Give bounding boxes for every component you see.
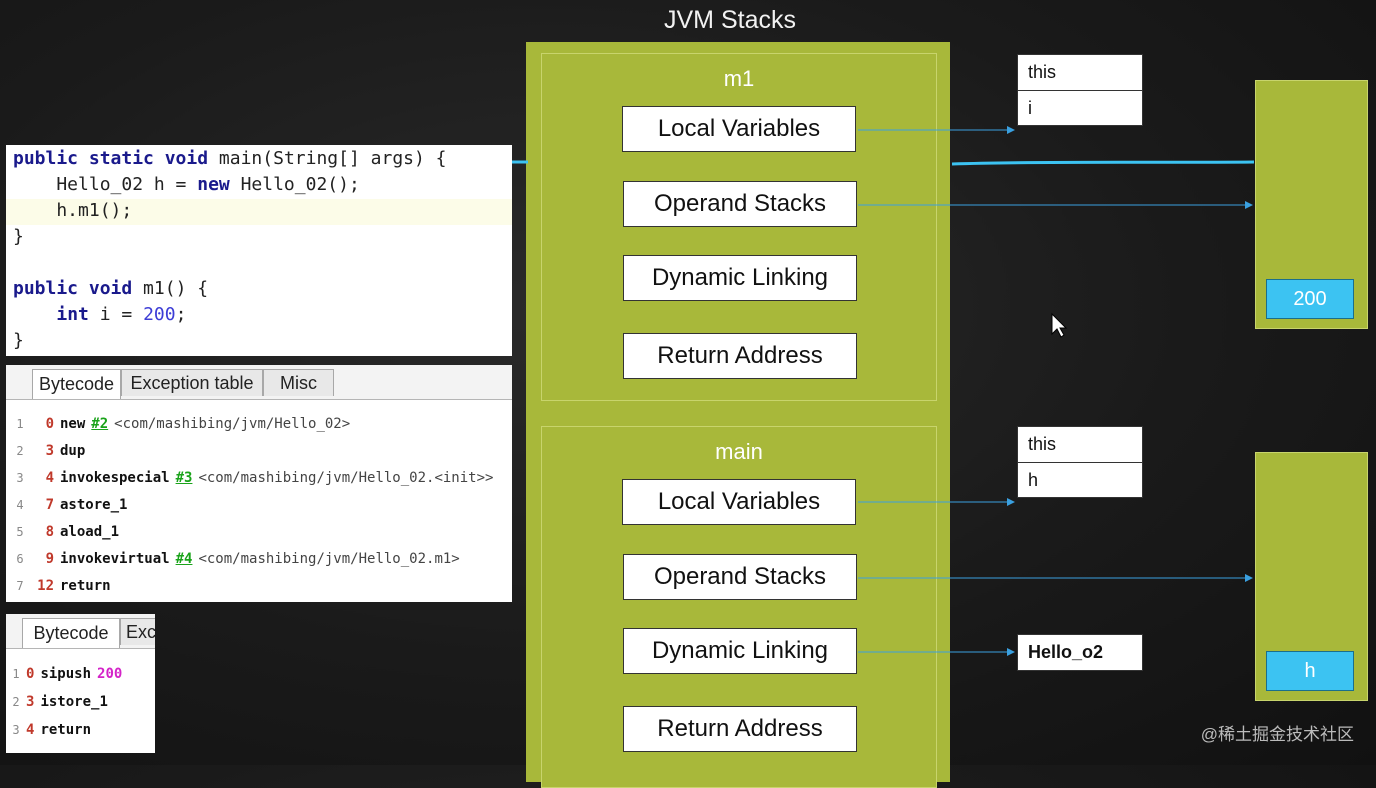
bytecode-opcode: aload_1 <box>60 523 120 540</box>
line-number: 2 <box>16 443 24 458</box>
bytecode-tabbar-main: Bytecode Exception table Misc <box>6 365 512 400</box>
line-number: 3 <box>16 470 24 485</box>
bytecode-panel-m1: Bytecode Exce 10sipush20023istore_134ret… <box>6 614 155 753</box>
bytecode-comment: <com/mashibing/jvm/Hello_02.m1> <box>198 550 460 567</box>
bytecode-opcode: return <box>60 577 111 594</box>
line-number: 2 <box>12 694 20 709</box>
main-local-variables: Local Variables <box>622 479 856 525</box>
highlight-line <box>6 199 512 225</box>
bytecode-opcode: invokespecial <box>60 469 170 486</box>
main-local-this: this <box>1028 434 1057 454</box>
bytecode-operand: 200 <box>97 665 123 682</box>
main-local-h: h <box>1018 462 1142 497</box>
bytecode-comment: <com/mashibing/jvm/Hello_02.<init>> <box>198 469 494 486</box>
m1-local-variables: Local Variables <box>622 106 856 152</box>
line-number: 4 <box>16 497 24 512</box>
bytecode-line: 5 8 aload_1 <box>6 518 119 545</box>
mouse-cursor-icon <box>1051 312 1068 338</box>
main-dynamic-link-target: Hello_o2 <box>1017 634 1143 671</box>
m1-local-i: i <box>1018 90 1142 125</box>
m1-operand-stacks: Operand Stacks <box>623 181 857 227</box>
jvm-stack: m1 Local Variables Operand Stacks Dynami… <box>526 42 950 788</box>
m1-local-this: this <box>1028 62 1057 82</box>
bytecode-offset: 0 <box>26 665 35 682</box>
stack-frame-main: main Local Variables Operand Stacks Dyna… <box>541 426 937 788</box>
constant-pool-ref[interactable]: #2 <box>91 415 109 432</box>
bytecode-line: 7 12 return <box>6 572 111 599</box>
source-code-panel: public static void main(String[] args) {… <box>6 145 512 356</box>
bytecode-opcode: dup <box>60 442 86 459</box>
bytecode-offset: 4 <box>26 721 35 738</box>
bytecode-offset: 3 <box>45 442 54 459</box>
m1-local-variable-table: this i <box>1017 54 1143 126</box>
tab-bytecode[interactable]: Bytecode <box>32 369 121 399</box>
operand-value-h: h <box>1266 651 1354 691</box>
highlight-stroke-right <box>951 160 1255 166</box>
main-return-address: Return Address <box>623 706 857 752</box>
line-number: 1 <box>16 416 24 431</box>
bytecode-opcode: new <box>60 415 86 432</box>
bytecode-opcode: istore_1 <box>40 693 108 710</box>
main-local-variable-table: this h <box>1017 426 1143 498</box>
tab-exception-table-m1[interactable]: Exce <box>120 618 155 645</box>
bytecode-line: 1 0 new #2 <com/mashibing/jvm/Hello_02> <box>6 410 350 437</box>
tab-misc[interactable]: Misc <box>263 369 334 396</box>
tab-exception-table[interactable]: Exception table <box>121 369 263 396</box>
frame-title-m1: m1 <box>723 66 755 91</box>
bytecode-offset: 0 <box>45 415 54 432</box>
dynamic-link-class: Hello_o2 <box>1028 642 1104 662</box>
main-operand-stacks: Operand Stacks <box>623 554 857 600</box>
main-dynamic-linking: Dynamic Linking <box>623 628 857 674</box>
bytecode-offset: 9 <box>45 550 54 567</box>
bytecode-line: 6 9 invokevirtual #4 <com/mashibing/jvm/Hell… <box>6 545 460 572</box>
bytecode-opcode: sipush <box>40 665 92 682</box>
operand-value-200: 200 <box>1266 279 1354 319</box>
m1-operand-stack: 200 <box>1255 80 1368 329</box>
line-number: 7 <box>16 578 24 593</box>
bytecode-offset: 7 <box>45 496 54 513</box>
line-number: 6 <box>16 551 24 566</box>
bytecode-panel-main: Bytecode Exception table Misc 1 0 new #2 <co… <box>6 365 512 602</box>
main-operand-stack: h <box>1255 452 1368 701</box>
bytecode-tabbar-m1: Bytecode Exce <box>6 614 155 649</box>
bytecode-offset: 4 <box>45 469 54 486</box>
bytecode-line: 3 4 invokespecial #3 <com/mashibing/jvm/Hell… <box>6 464 493 491</box>
m1-return-address: Return Address <box>623 333 857 379</box>
stack-frame-m1: m1 Local Variables Operand Stacks Dynami… <box>541 53 937 401</box>
m1-dynamic-linking: Dynamic Linking <box>623 255 857 301</box>
line-number: 5 <box>16 524 24 539</box>
bytecode-comment: <com/mashibing/jvm/Hello_02> <box>114 415 351 432</box>
source-code: public static void main(String[] args) {… <box>13 148 447 351</box>
bytecode-opcode: return <box>40 721 92 738</box>
bytecode-offset: 12 <box>37 577 54 594</box>
arrow-layer <box>512 126 1255 656</box>
tab-bytecode-m1[interactable]: Bytecode <box>22 618 120 648</box>
bytecode-line: 4 7 astore_1 <box>6 491 127 518</box>
frame-title-main: main <box>715 439 763 464</box>
line-number: 3 <box>12 722 20 737</box>
bytecode-offset: 8 <box>45 523 54 540</box>
bytecode-offset: 3 <box>26 693 35 710</box>
watermark: @稀土掘金技术社区 <box>1200 725 1354 744</box>
bytecode-line: 2 3 dup <box>6 437 85 464</box>
bytecode-opcode: astore_1 <box>60 496 128 513</box>
bytecode-opcode: invokevirtual <box>60 550 170 567</box>
constant-pool-ref[interactable]: #3 <box>175 469 193 486</box>
line-number: 1 <box>12 666 20 681</box>
code-line-1: main(String[] args) { <box>218 148 447 169</box>
diagram-title: JVM Stacks <box>664 6 796 34</box>
constant-pool-ref[interactable]: #4 <box>175 550 193 567</box>
